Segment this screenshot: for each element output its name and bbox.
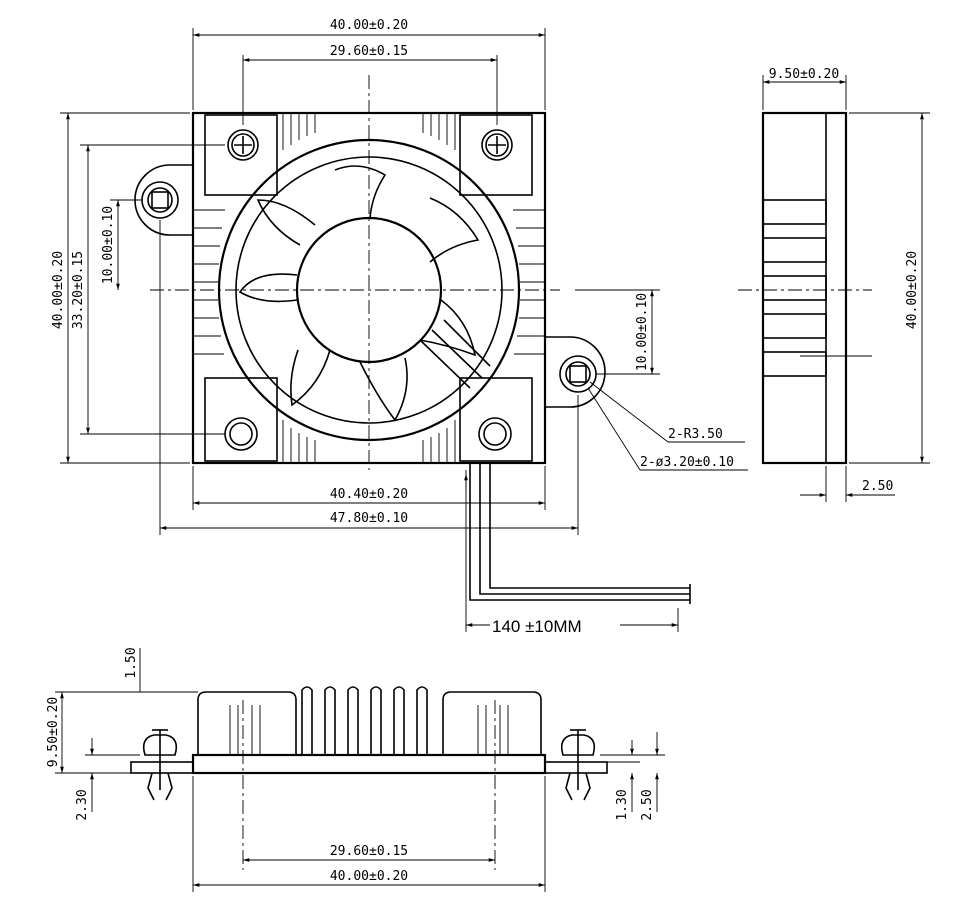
corner-pad-tr	[459, 114, 533, 196]
front-block-left	[197, 691, 297, 755]
fan-blade	[256, 199, 316, 246]
corner-pad-br	[459, 377, 533, 462]
side-dim-thickness: 9.50±0.20	[769, 67, 839, 82]
push-pin-left	[142, 729, 178, 801]
side-view: 9.50±0.20 40.00±0.20 2.50	[738, 67, 930, 502]
fan-blade	[419, 299, 477, 357]
screw-tl	[227, 129, 259, 161]
top-view: 40.00±0.20 29.60±0.15 40.00±0.20 33.20±0…	[51, 18, 748, 636]
front-dim-clip: 2.30	[75, 789, 90, 820]
side-dim-base: 2.50	[862, 479, 893, 494]
dim-left-offset: 10.00±0.10	[101, 206, 116, 284]
front-dim-width: 40.00±0.20	[330, 869, 408, 884]
side-dim-height: 40.00±0.20	[905, 251, 920, 329]
fan-blade	[429, 197, 480, 263]
front-dim-right-a: 1.30	[615, 789, 630, 820]
push-pin-right	[560, 729, 596, 801]
screw-tr	[481, 129, 513, 161]
corner-pad-bl	[204, 377, 278, 462]
dim-top-width: 40.00±0.20	[330, 18, 408, 33]
fan-blade	[290, 349, 331, 407]
dim-right-offset: 10.00±0.10	[635, 293, 650, 371]
side-fin-slot	[762, 313, 827, 339]
fan-blade	[238, 273, 298, 303]
fins-left	[193, 209, 225, 355]
fan-cable	[469, 463, 691, 604]
dim-tab-span: 47.80±0.10	[330, 511, 408, 526]
front-dim-thickness: 9.50±0.20	[46, 697, 61, 767]
clip-left	[141, 181, 179, 219]
fins-bottom	[282, 420, 456, 463]
front-dim-right-b: 2.50	[640, 789, 655, 820]
dim-hole-v-spacing: 33.20±0.15	[71, 251, 86, 329]
front-dim-hole-spacing: 29.60±0.15	[330, 844, 408, 859]
front-base	[191, 753, 547, 775]
side-fin-slot	[762, 199, 827, 225]
dim-base-width: 40.40±0.20	[330, 487, 408, 502]
fan-blade	[359, 357, 408, 422]
side-body	[761, 111, 848, 465]
note-radius: 2-R3.50	[668, 427, 723, 442]
front-dim-top-gap: 1.50	[124, 647, 139, 678]
fins-top	[282, 113, 456, 150]
front-fins	[229, 686, 509, 755]
hole-br	[478, 417, 512, 451]
fan-blade	[334, 165, 387, 219]
side-fin-slot	[762, 351, 827, 377]
front-block-right	[442, 691, 542, 755]
dim-left-height: 40.00±0.20	[51, 251, 66, 329]
fins-right	[513, 209, 545, 355]
side-fin-slot	[762, 275, 827, 301]
tab-right	[545, 336, 606, 408]
front-tab-right	[544, 761, 608, 774]
side-fin-slot	[762, 237, 827, 263]
dim-cable-length: 140 ±10MM	[492, 617, 582, 636]
tab-left	[134, 164, 193, 236]
clip-right	[559, 355, 597, 393]
fan-strut	[419, 319, 491, 389]
note-hole: 2-ø3.20±0.10	[640, 455, 734, 470]
dim-hole-spacing: 29.60±0.15	[330, 44, 408, 59]
front-tab-left	[130, 761, 194, 774]
corner-pad-tl	[204, 114, 278, 196]
hole-bl	[224, 417, 258, 451]
front-view: 1.50 9.50±0.20 2.30 1.30 2.50 29.60±0.15…	[46, 647, 665, 892]
